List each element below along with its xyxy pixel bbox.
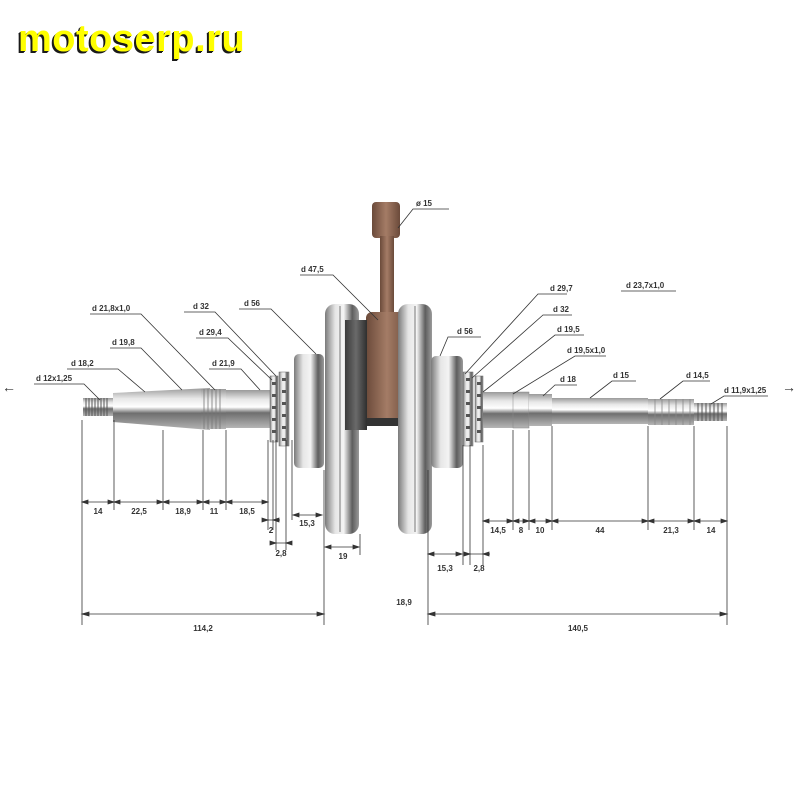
- dim-right-7: 15,3: [437, 564, 453, 573]
- left-web-inner: [345, 320, 367, 430]
- label-left-d294: d 29,4: [199, 328, 222, 337]
- label-right-d145: d 14,5: [686, 371, 709, 380]
- dim-right-8: 2,8: [473, 564, 485, 573]
- web-gap: [371, 432, 397, 534]
- dimension-lines: [80, 499, 729, 617]
- label-left-d219: d 21,9: [212, 359, 235, 368]
- label-right-thread: d 11,9x1,25: [724, 386, 767, 395]
- dim-right-3: 10: [536, 526, 545, 535]
- dim-left-1: 14: [94, 507, 103, 516]
- label-small-end: ø 15: [416, 199, 433, 208]
- dim-overall-left: 114,2: [193, 624, 213, 633]
- dim-left-8: 15,3: [299, 519, 315, 528]
- dim-right-6: 14: [707, 526, 716, 535]
- dim-left-3: 18,9: [175, 507, 191, 516]
- dim-web-width: 19: [339, 552, 348, 561]
- label-right-d32: d 32: [553, 305, 570, 314]
- right-arrow-icon: →: [782, 379, 796, 395]
- right-shaft: [483, 391, 727, 429]
- dim-overall-right: 140,5: [568, 624, 589, 633]
- label-right-d195: d 19,5: [557, 325, 580, 334]
- label-right-d56: d 56: [457, 327, 474, 336]
- label-right-d297: d 29,7: [550, 284, 573, 293]
- label-left-d32: d 32: [193, 302, 210, 311]
- right-bearing: [431, 356, 463, 468]
- label-left-d218: d 21,8x1,0: [92, 304, 131, 313]
- dim-left-4: 11: [210, 507, 219, 516]
- dim-left-5: 18,5: [239, 507, 255, 516]
- label-right-d237: d 23,7x1,0: [626, 281, 665, 290]
- dim-left-7: 2,8: [275, 549, 287, 558]
- dim-left-2: 22,5: [131, 507, 147, 516]
- label-right-d195x10: d 19,5x1,0: [567, 346, 606, 355]
- site-logo: motoserp.ru: [18, 18, 246, 60]
- extension-lines: [81, 420, 728, 625]
- left-arrow-icon: ←: [2, 379, 16, 395]
- dim-right-1: 14,5: [490, 526, 506, 535]
- dimension-values: 14 22,5 18,9 11 18,5 2 2,8 15,3 19 18,9 …: [94, 507, 716, 633]
- label-right-d18: d 18: [560, 375, 577, 384]
- right-sprocket: [462, 371, 484, 447]
- dim-right-2: 8: [519, 526, 524, 535]
- leader-lines: [34, 208, 768, 405]
- label-big-end: d 47,5: [301, 265, 324, 274]
- label-left-d182: d 18,2: [71, 359, 94, 368]
- diameter-labels: ø 15 d 47,5 d 12x1,25 d 18,2 d 19,8 d 21…: [36, 199, 767, 395]
- dim-right-5: 21,3: [663, 526, 679, 535]
- dim-left-6: 2: [269, 526, 274, 535]
- label-left-d198: d 19,8: [112, 338, 135, 347]
- label-right-d15: d 15: [613, 371, 630, 380]
- right-crank-web: [398, 304, 432, 534]
- left-sprocket: [269, 371, 290, 447]
- left-bearing: [294, 354, 324, 468]
- dim-right-4: 44: [596, 526, 605, 535]
- left-shaft: [83, 388, 271, 430]
- label-left-d56: d 56: [244, 299, 261, 308]
- label-left-thread: d 12x1,25: [36, 374, 73, 383]
- dim-gap: 18,9: [396, 598, 412, 607]
- connecting-rod: [359, 202, 413, 426]
